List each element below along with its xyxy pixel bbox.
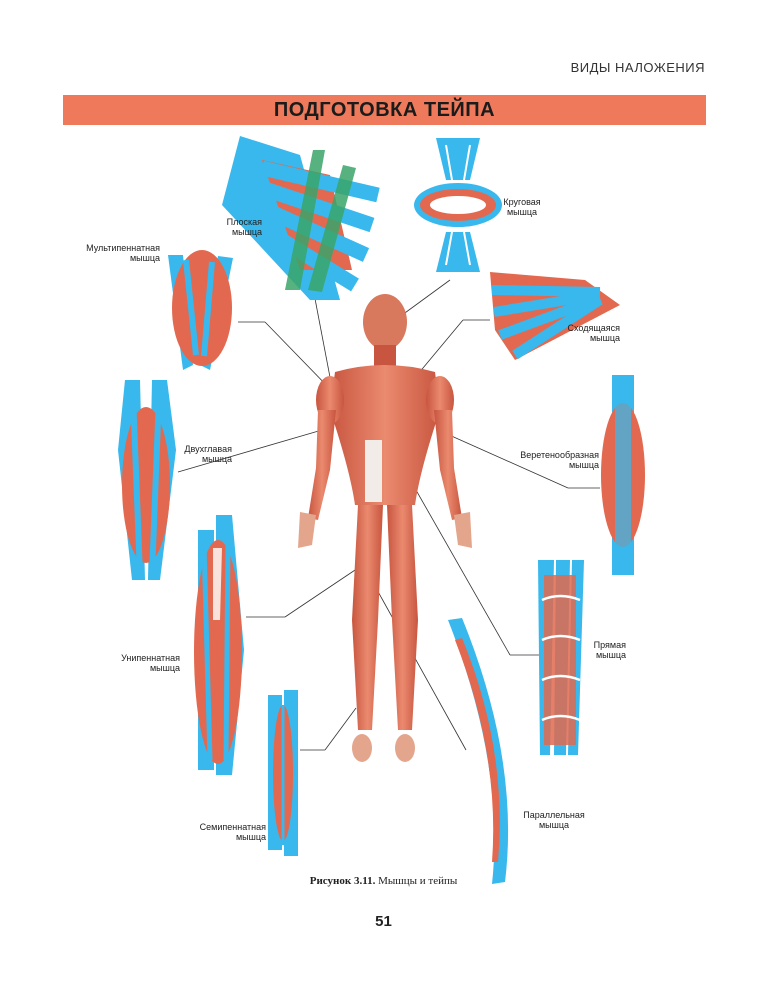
biceps-muscle-tape [118,380,176,580]
unipennate-muscle-tape [194,515,244,775]
running-head: ВИДЫ НАЛОЖЕНИЯ [570,60,705,75]
straight-muscle-tape [538,560,584,755]
figure-caption: Рисунок 3.11. Мышцы и тейпы [0,875,767,887]
caption-number: Рисунок 3.11. [309,875,376,887]
bipennate-muscle-tape [268,690,298,856]
section-banner: ПОДГОТОВКА ТЕЙПА [63,95,706,125]
page-number: 51 [375,913,392,930]
banner-title: ПОДГОТОВКА ТЕЙПА [273,98,496,121]
flat-muscle-tape [222,136,380,300]
fusiform-muscle-tape [601,375,645,575]
multipennate-muscle-tape [168,250,233,370]
circular-muscle-tape [414,138,502,272]
caption-text: Мышцы и тейпы [378,875,458,887]
human-muscle-figure [298,294,472,762]
parallel-muscle-tape [448,618,509,884]
convergent-muscle-tape [490,272,620,360]
